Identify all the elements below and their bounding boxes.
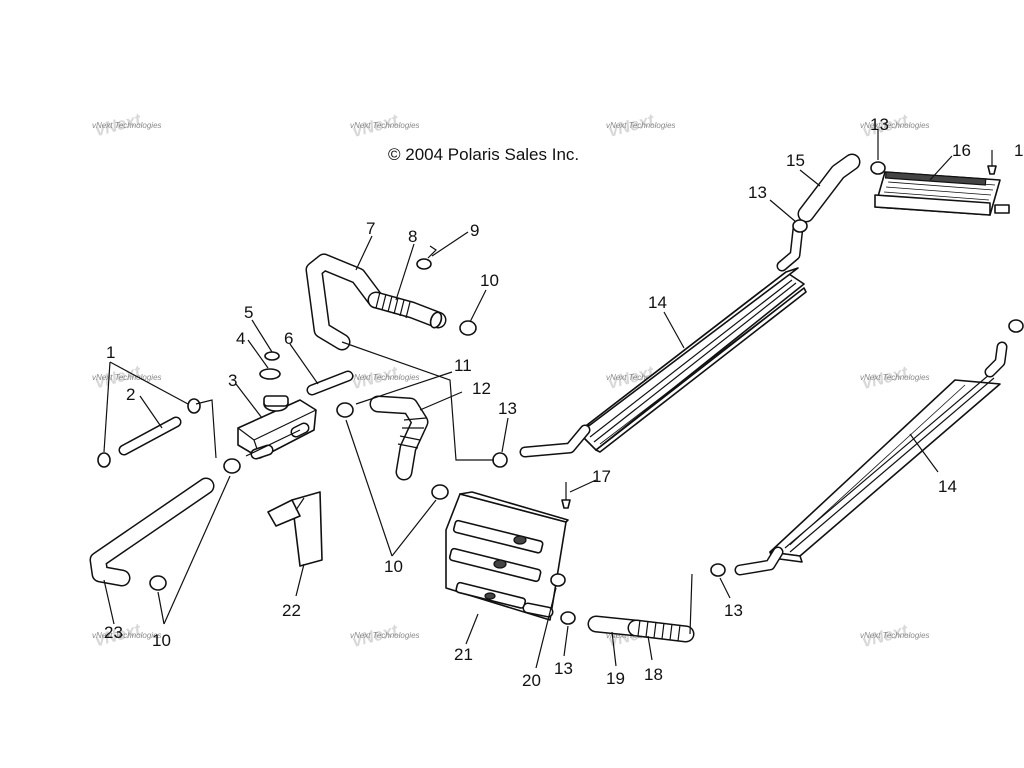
- svg-text:vNext Technologies: vNext Technologies: [92, 373, 162, 382]
- callout-6: 6: [284, 329, 293, 348]
- callout-1: 1: [106, 343, 115, 362]
- callout-13: 13: [498, 399, 517, 418]
- callout-13-c: 13: [870, 115, 889, 134]
- callout-13-b: 13: [748, 183, 767, 202]
- coolant-bottle-part-3[interactable]: [237, 395, 317, 460]
- callout-15: 15: [786, 151, 805, 170]
- clamp-part-10-lower[interactable]: [223, 458, 241, 474]
- bracket-part-22[interactable]: [267, 491, 323, 567]
- callout-22: 22: [282, 601, 301, 620]
- cap-part-1[interactable]: [97, 398, 201, 468]
- callout-9: 9: [470, 221, 479, 240]
- callout-17: 17: [592, 467, 611, 486]
- svg-text:vNext Technologies: vNext Technologies: [92, 121, 162, 130]
- svg-text:vNext Technologies: vNext Technologies: [92, 631, 162, 640]
- svg-text:vNext Technologies: vNext Technologies: [860, 631, 930, 640]
- heat-exchanger-lower[interactable]: [734, 341, 1008, 576]
- callout-14-b: 14: [938, 477, 957, 496]
- leader-lines: [103, 130, 953, 669]
- callout-14: 14: [648, 293, 667, 312]
- callout-11: 11: [454, 356, 472, 375]
- callouts: 1 2 3 4 5 6 7 8 9 10 11 12 13 14 15 16 1…: [104, 115, 1024, 690]
- callout-4: 4: [236, 329, 245, 348]
- clamp-part-10[interactable]: [149, 320, 477, 591]
- corrugated-hose-part-18[interactable]: [627, 619, 695, 643]
- heat-exchanger-upper[interactable]: [519, 222, 807, 458]
- svg-text:vNext Technologies: vNext Technologies: [860, 121, 930, 130]
- callout-10-c: 10: [152, 631, 171, 650]
- svg-text:vNext Technologies: vNext Technologies: [606, 121, 676, 130]
- callout-10: 10: [480, 271, 499, 290]
- callout-8: 8: [408, 227, 417, 246]
- svg-text:vNext Technologies: vNext Technologies: [350, 121, 420, 130]
- tube-part-6[interactable]: [306, 370, 354, 396]
- callout-5: 5: [244, 303, 253, 322]
- callout-16: 16: [952, 141, 971, 160]
- callout-3: 3: [228, 371, 237, 390]
- callout-18: 18: [644, 665, 663, 684]
- callout-23: 23: [104, 623, 123, 642]
- svg-text:vNext Technologies: vNext Technologies: [606, 373, 676, 382]
- seal-part-4[interactable]: [259, 368, 281, 380]
- svg-text:vNext Technologies: vNext Technologies: [860, 373, 930, 382]
- svg-text:vNext Technologies: vNext Technologies: [350, 631, 420, 640]
- tube-part-2[interactable]: [118, 416, 182, 456]
- clamp-part-13[interactable]: [492, 161, 1024, 625]
- hose-part-12[interactable]: [369, 395, 429, 481]
- callout-2: 2: [126, 385, 135, 404]
- callout-7: 7: [366, 219, 375, 238]
- grommet-part-20[interactable]: [550, 573, 566, 587]
- svg-text:vNext Technologies: vNext Technologies: [350, 373, 420, 382]
- callout-12: 12: [472, 379, 491, 398]
- bolt-part-17[interactable]: [561, 150, 997, 509]
- callout-20: 20: [522, 671, 541, 690]
- elbow-hose-part-15[interactable]: [797, 153, 861, 223]
- copyright-text: © 2004 Polaris Sales Inc.: [388, 145, 579, 164]
- callout-13-e: 13: [554, 659, 573, 678]
- callout-10-b: 10: [384, 557, 403, 576]
- corrugated-hose-part-8[interactable]: [367, 291, 447, 329]
- callout-17-b: 17: [1014, 141, 1024, 160]
- hose-part-7[interactable]: [305, 253, 385, 351]
- callout-21: 21: [454, 645, 473, 664]
- seal-part-5[interactable]: [264, 351, 280, 361]
- skid-plate-part-21[interactable]: [445, 491, 569, 621]
- clip-part-9[interactable]: [416, 245, 437, 270]
- callout-19: 19: [606, 669, 625, 688]
- callout-13-d: 13: [724, 601, 743, 620]
- hose-part-23[interactable]: [89, 477, 215, 587]
- radiator-part-16[interactable]: [874, 171, 1010, 216]
